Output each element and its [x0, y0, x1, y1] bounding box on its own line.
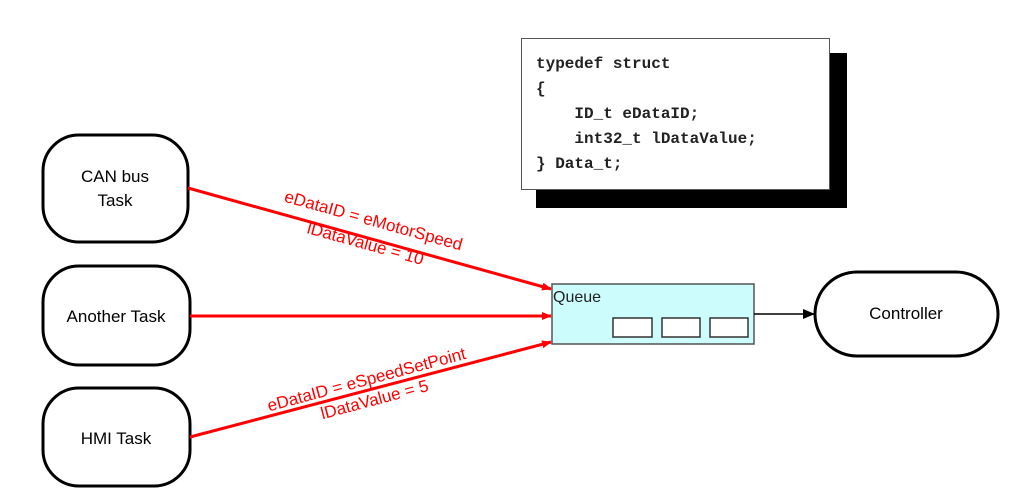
hmi-task-label: HMI Task [81, 429, 152, 448]
queue-node: Queue [551, 283, 755, 345]
code-line: { [536, 80, 546, 98]
another-task-node: Another Task [41, 264, 192, 367]
can-bus-task-label: Task [98, 191, 133, 210]
controller-label: Controller [869, 304, 943, 323]
code-line: } Data_t; [536, 155, 623, 173]
hmi-task-node: HMI Task [41, 386, 192, 488]
code-line: int32_t lDataValue; [536, 130, 757, 148]
can-bus-task-label: CAN bus [81, 167, 149, 186]
queue-slot [612, 317, 653, 338]
can-bus-task-node: CAN bus Task [41, 133, 190, 244]
queue-slot [661, 317, 701, 338]
struct-definition-box: typedef struct { ID_t eDataID; int32_t l… [521, 38, 830, 190]
another-task-label: Another Task [67, 307, 166, 326]
code-line: typedef struct [536, 55, 671, 73]
code-line: ID_t eDataID; [536, 105, 700, 123]
controller-node: Controller [813, 270, 1000, 358]
hmi-to-queue-arrow [189, 340, 552, 439]
queue-slot [709, 317, 749, 338]
queue-label: Queue [553, 289, 601, 306]
can-to-queue-arrow [187, 186, 552, 291]
